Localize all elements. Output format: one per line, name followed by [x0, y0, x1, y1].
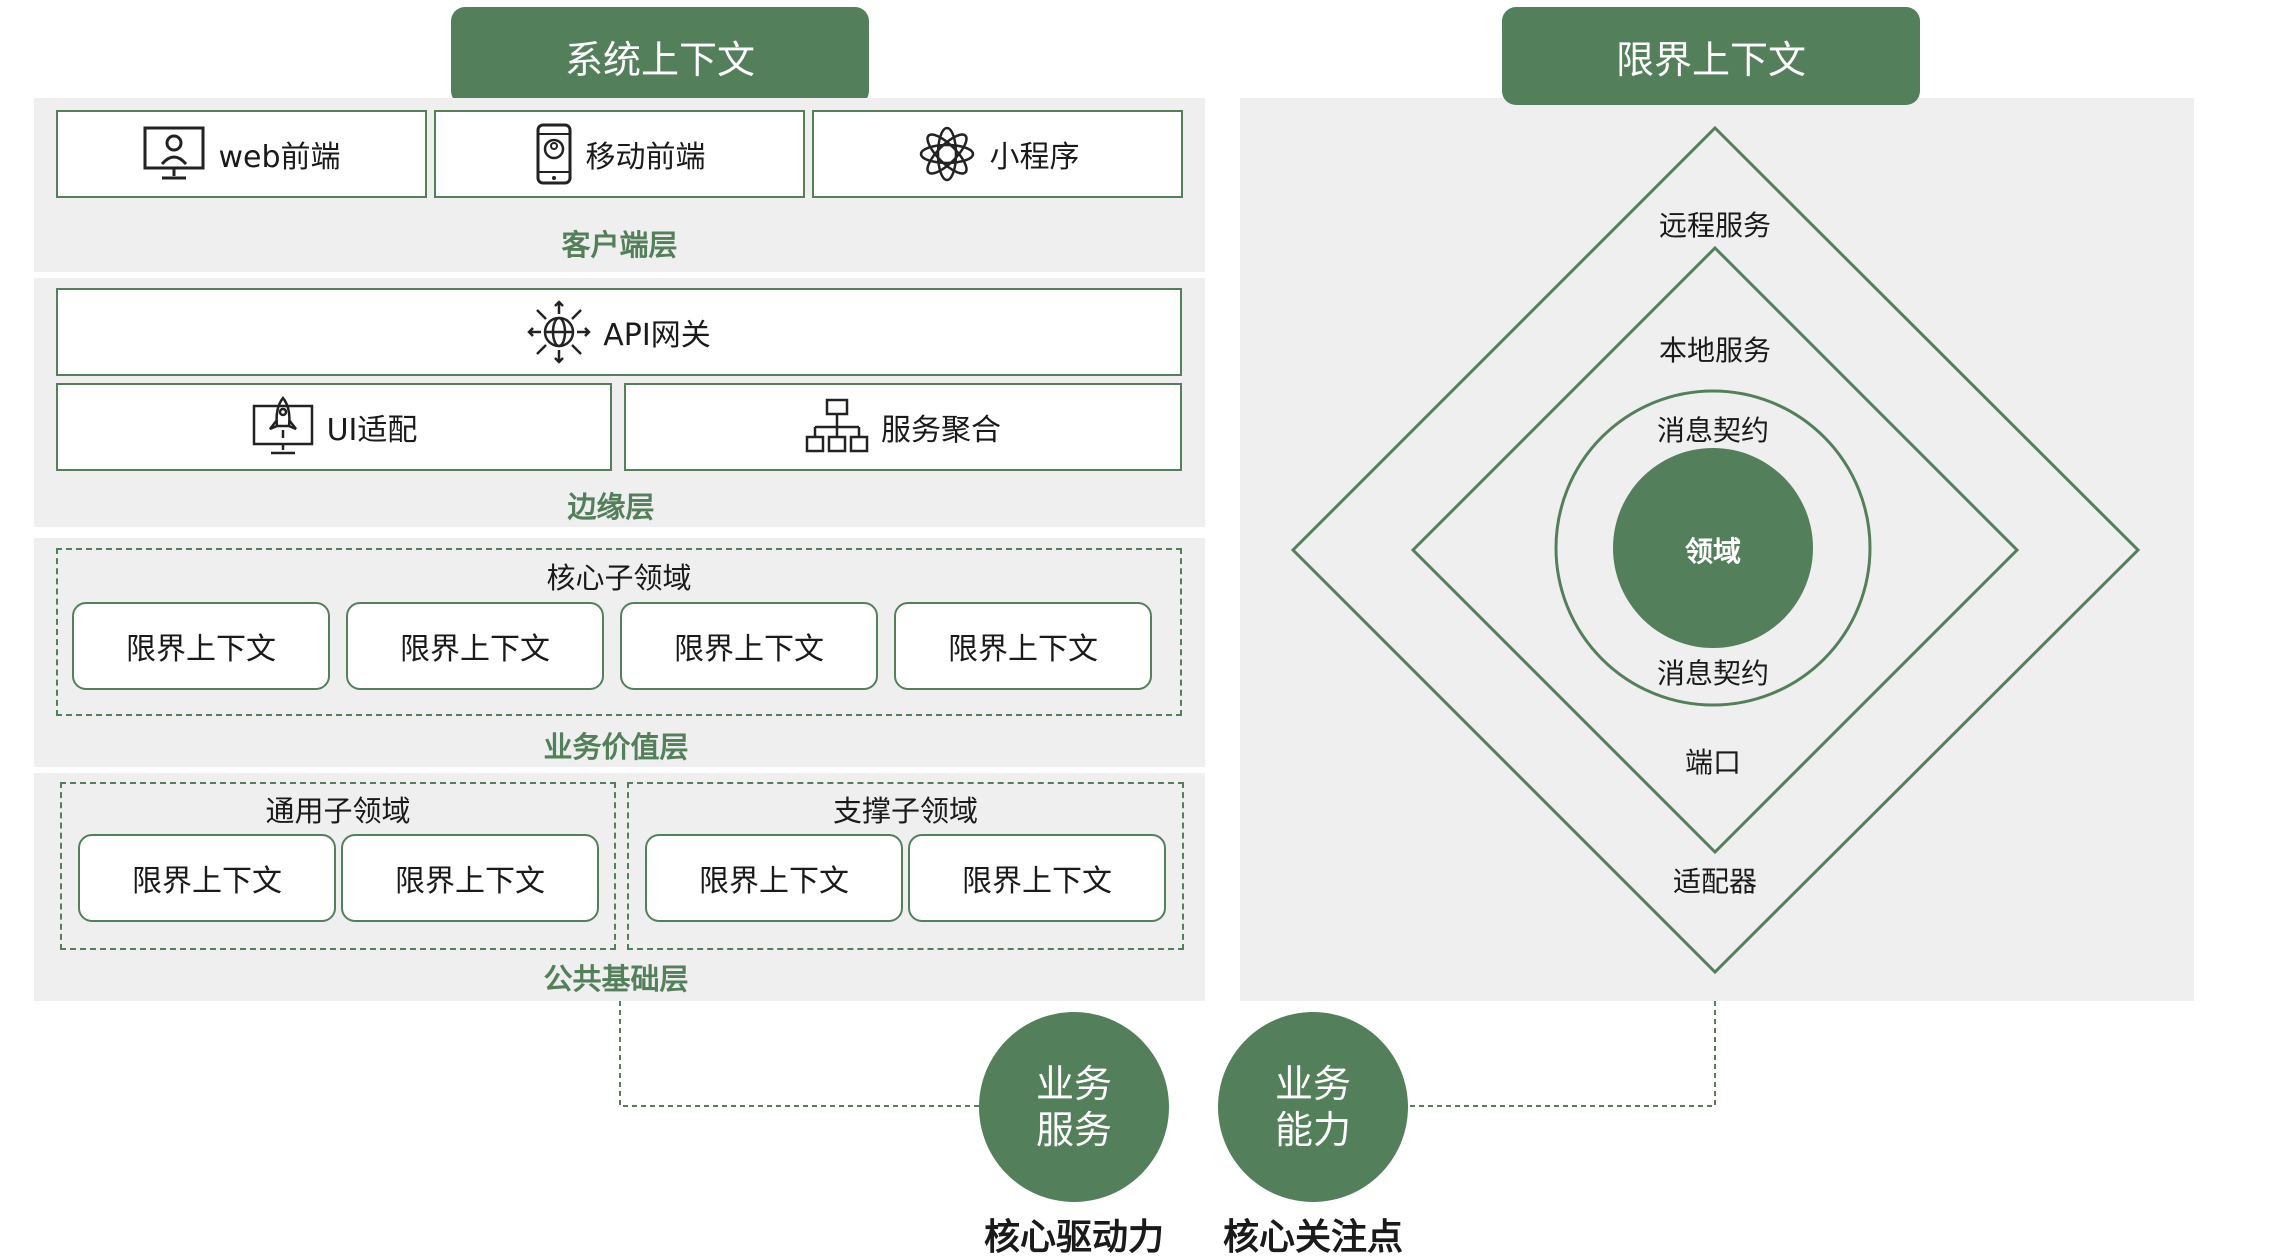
edge-layer-label: 边缘层: [567, 490, 655, 524]
api-gateway-label: API网关: [603, 318, 711, 353]
system-context-tab: 系统上下文: [451, 7, 869, 105]
business-service-connector: [619, 1001, 980, 1107]
bounded-context-label: 限界上下文: [400, 632, 550, 667]
message-contract-bottom-label: 消息契约: [1656, 657, 1769, 690]
inner-diamond: [1410, 245, 2020, 855]
business-capability-connector: [1408, 1001, 1716, 1107]
api-gateway-box: API网关: [56, 288, 1182, 376]
bounded-context-label: 限界上下文: [395, 864, 545, 899]
miniprogram-label: 小程序: [989, 140, 1080, 175]
system-context-title: 系统上下文: [564, 37, 755, 82]
smartphone-user-icon: [536, 123, 571, 185]
domain-core: [1613, 448, 1813, 648]
bounded-context-label: 限界上下文: [699, 864, 849, 899]
client-layer-label: 客户端层: [561, 228, 678, 262]
port-label: 端口: [1684, 746, 1741, 779]
generic-bounded-context-2: 限界上下文: [341, 834, 599, 922]
mobile-frontend-box: 移动前端: [434, 110, 805, 198]
business-service-circle: 业务 服务: [979, 1012, 1169, 1202]
domain-label: 领域: [1684, 535, 1741, 568]
ui-adapter-label: UI适配: [326, 413, 418, 448]
web-frontend-box: web前端: [56, 110, 427, 198]
generic-bounded-context-1: 限界上下文: [78, 834, 336, 922]
ui-adapter-box: UI适配: [56, 383, 612, 471]
business-service-caption: 核心驱动力: [983, 1217, 1164, 1258]
supporting-subdomain-title: 支撑子领域: [832, 794, 978, 828]
service-aggregation-label: 服务聚合: [881, 413, 1001, 448]
supporting-bounded-context-1: 限界上下文: [645, 834, 903, 922]
business-capability-line1: 业务: [1274, 1062, 1351, 1106]
web-frontend-label: web前端: [218, 140, 341, 175]
business-capability-line2: 能力: [1274, 1108, 1351, 1152]
monitor-rocket-icon: [252, 396, 313, 455]
core-subdomain-group: [56, 548, 1182, 716]
business-service-line2: 服务: [1035, 1108, 1112, 1152]
core-bounded-context-4: 限界上下文: [894, 602, 1152, 690]
supporting-subdomain-group: [627, 782, 1184, 950]
business-capability-caption: 核心关注点: [1222, 1217, 1403, 1258]
business-service-line1: 业务: [1035, 1062, 1112, 1106]
generic-subdomain-group: [60, 782, 616, 950]
core-bounded-context-1: 限界上下文: [72, 602, 330, 690]
outer-diamond: [1290, 125, 2141, 975]
core-bounded-context-3: 限界上下文: [620, 602, 878, 690]
adapter-label: 适配器: [1672, 865, 1757, 898]
bounded-context-label: 限界上下文: [962, 864, 1112, 899]
service-aggregation-box: 服务聚合: [624, 383, 1182, 471]
flower-icon: [919, 126, 974, 182]
globe-arrows-icon: [527, 300, 592, 364]
bounded-context-label: 限界上下文: [948, 632, 1098, 667]
bounded-context-label: 限界上下文: [674, 632, 824, 667]
core-subdomain-title: 核心子领域: [546, 561, 692, 595]
contract-ring: [1554, 389, 1872, 707]
bounded-context-title: 限界上下文: [1615, 37, 1806, 82]
message-contract-top-label: 消息契约: [1656, 414, 1769, 447]
mobile-frontend-label: 移动前端: [585, 140, 706, 175]
remote-services-label: 远程服务: [1658, 209, 1771, 242]
generic-subdomain-title: 通用子领域: [265, 794, 411, 828]
core-bounded-context-2: 限界上下文: [346, 602, 604, 690]
foundation-layer-label: 公共基础层: [543, 962, 689, 996]
business-capability-circle: 业务 能力: [1218, 1012, 1408, 1202]
local-services-label: 本地服务: [1658, 334, 1771, 367]
bounded-context-tab: 限界上下文: [1502, 7, 1920, 105]
monitor-user-icon: [143, 126, 205, 180]
miniprogram-box: 小程序: [812, 110, 1183, 198]
bounded-context-label: 限界上下文: [126, 632, 276, 667]
hierarchy-icon: [805, 398, 869, 453]
business-layer-label: 业务价值层: [543, 730, 689, 764]
supporting-bounded-context-2: 限界上下文: [908, 834, 1166, 922]
bounded-context-label: 限界上下文: [132, 864, 282, 899]
